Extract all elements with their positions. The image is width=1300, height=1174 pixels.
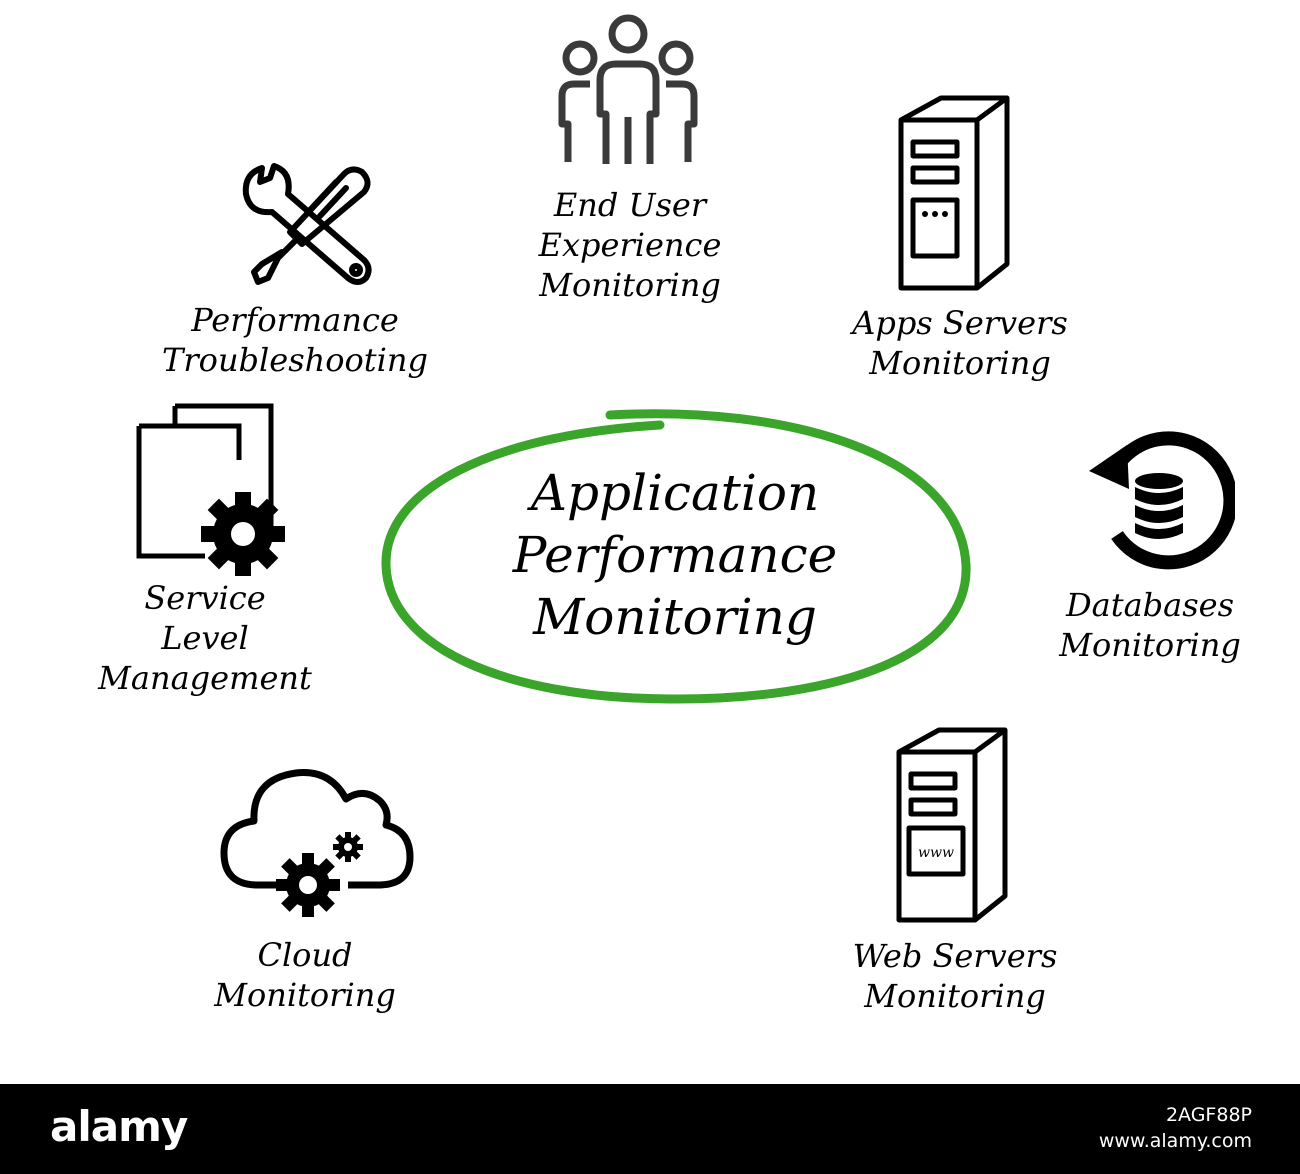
service-level-label-line: Management [98,659,312,697]
web-servers-label: Web Servers Monitoring [805,936,1105,1016]
watermark-footer: alamy 2AGF88P www.alamy.com [0,1084,1300,1174]
apps-servers-label-line: Apps Servers [852,304,1068,342]
end-user-label: End User Experience Monitoring [480,185,780,305]
users-icon [558,14,698,164]
troubleshooting-label-line: Performance [191,301,399,339]
wrench-screwdriver-icon [242,163,372,285]
cloud-label: Cloud Monitoring [160,935,450,1015]
documents-gear-icon [136,403,285,576]
troubleshooting-label-line: Troubleshooting [162,341,428,379]
service-level-label: Service Level Management [60,578,350,698]
troubleshooting-label: Performance Troubleshooting [125,300,465,380]
center-title-line: Monitoring [533,588,817,646]
web-servers-label-line: Monitoring [864,977,1046,1015]
apps-servers-label-line: Monitoring [869,344,1051,382]
cloud-label-line: Cloud [257,936,353,974]
diagram-canvas: Application Performance Monitoring End U… [60,14,1290,1016]
footer-image-code: 2AGF88P [1165,1104,1252,1126]
databases-label-line: Databases [1065,586,1234,624]
end-user-label-line: End User [553,186,707,224]
footer-image-id: 2AGF88P www.alamy.com [1099,1102,1252,1154]
web-server-screen-text: www [918,845,954,861]
center-title-line: Performance [512,526,838,584]
end-user-label-line: Monitoring [539,266,721,304]
center-ring [381,409,971,704]
end-user-label-line: Experience [538,226,722,264]
cloud-gears-icon [220,769,414,917]
databases-label: Databases Monitoring [1010,585,1290,665]
center-title-line: Application [530,464,820,522]
database-refresh-icon [1089,431,1235,570]
service-level-label-line: Level [161,619,249,657]
cloud-label-line: Monitoring [214,976,396,1014]
footer-site: www.alamy.com [1098,1130,1252,1152]
web-server-icon: www [896,727,1008,923]
databases-label-line: Monitoring [1059,626,1241,664]
server-icon [898,95,1010,291]
web-servers-label-line: Web Servers [852,937,1058,975]
apps-servers-label: Apps Servers Monitoring [810,303,1110,383]
service-level-label-line: Service [144,579,266,617]
footer-brand: alamy [50,1102,188,1151]
center-title: Application Performance Monitoring [455,462,895,648]
